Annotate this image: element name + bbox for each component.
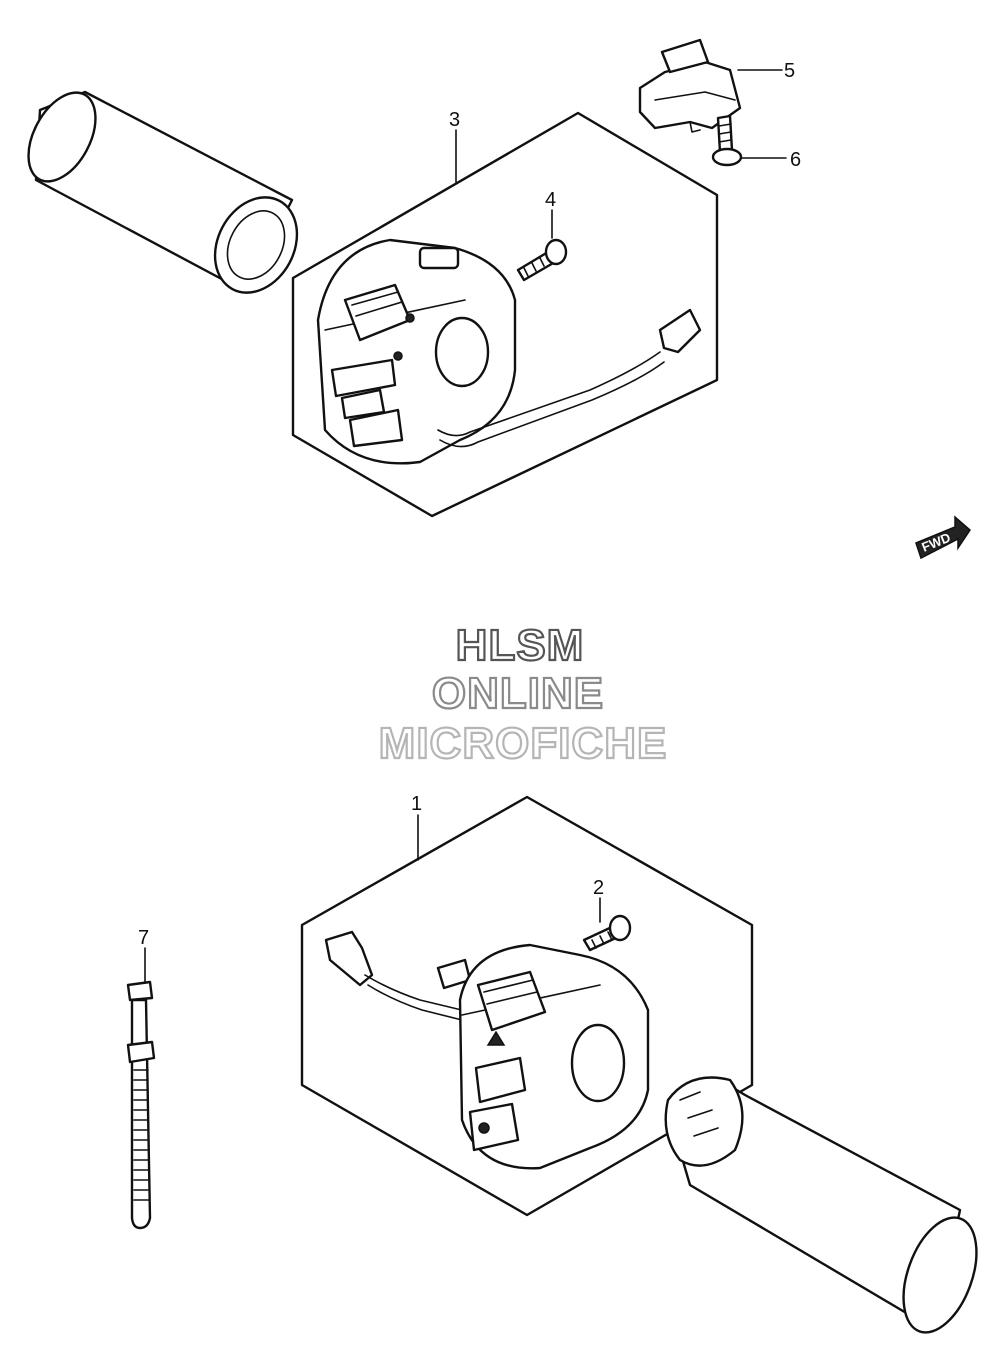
screw-part-2 (582, 914, 632, 952)
clamp-part-5 (638, 38, 742, 133)
callout-5: 5 (784, 60, 795, 82)
watermark: HLSM ONLINE MICROFICHE (378, 620, 668, 769)
callout-3: 3 (449, 109, 460, 131)
callout-4: 4 (545, 189, 556, 211)
callout-1: 1 (411, 793, 422, 815)
part-3-group-outline (291, 111, 719, 518)
watermark-line-2: ONLINE (432, 669, 604, 718)
left-handlebar-grip (27, 90, 299, 294)
part-1-group-outline (300, 795, 754, 1217)
right-switch-wire (324, 930, 472, 1023)
callout-2: 2 (593, 877, 604, 899)
forward-arrow-icon: FWD (915, 515, 971, 560)
screw-part-4 (516, 238, 568, 282)
right-handlebar-switch (458, 943, 650, 1170)
watermark-line-1: HLSM (456, 621, 585, 670)
callout-7: 7 (138, 927, 149, 949)
screw-part-6 (711, 114, 743, 167)
callout-6: 6 (790, 149, 801, 171)
watermark-line-3: MICROFICHE (379, 719, 668, 768)
cable-tie-part-7 (126, 980, 156, 1230)
right-handlebar-grip (664, 1076, 978, 1334)
left-handlebar-switch (316, 238, 702, 465)
